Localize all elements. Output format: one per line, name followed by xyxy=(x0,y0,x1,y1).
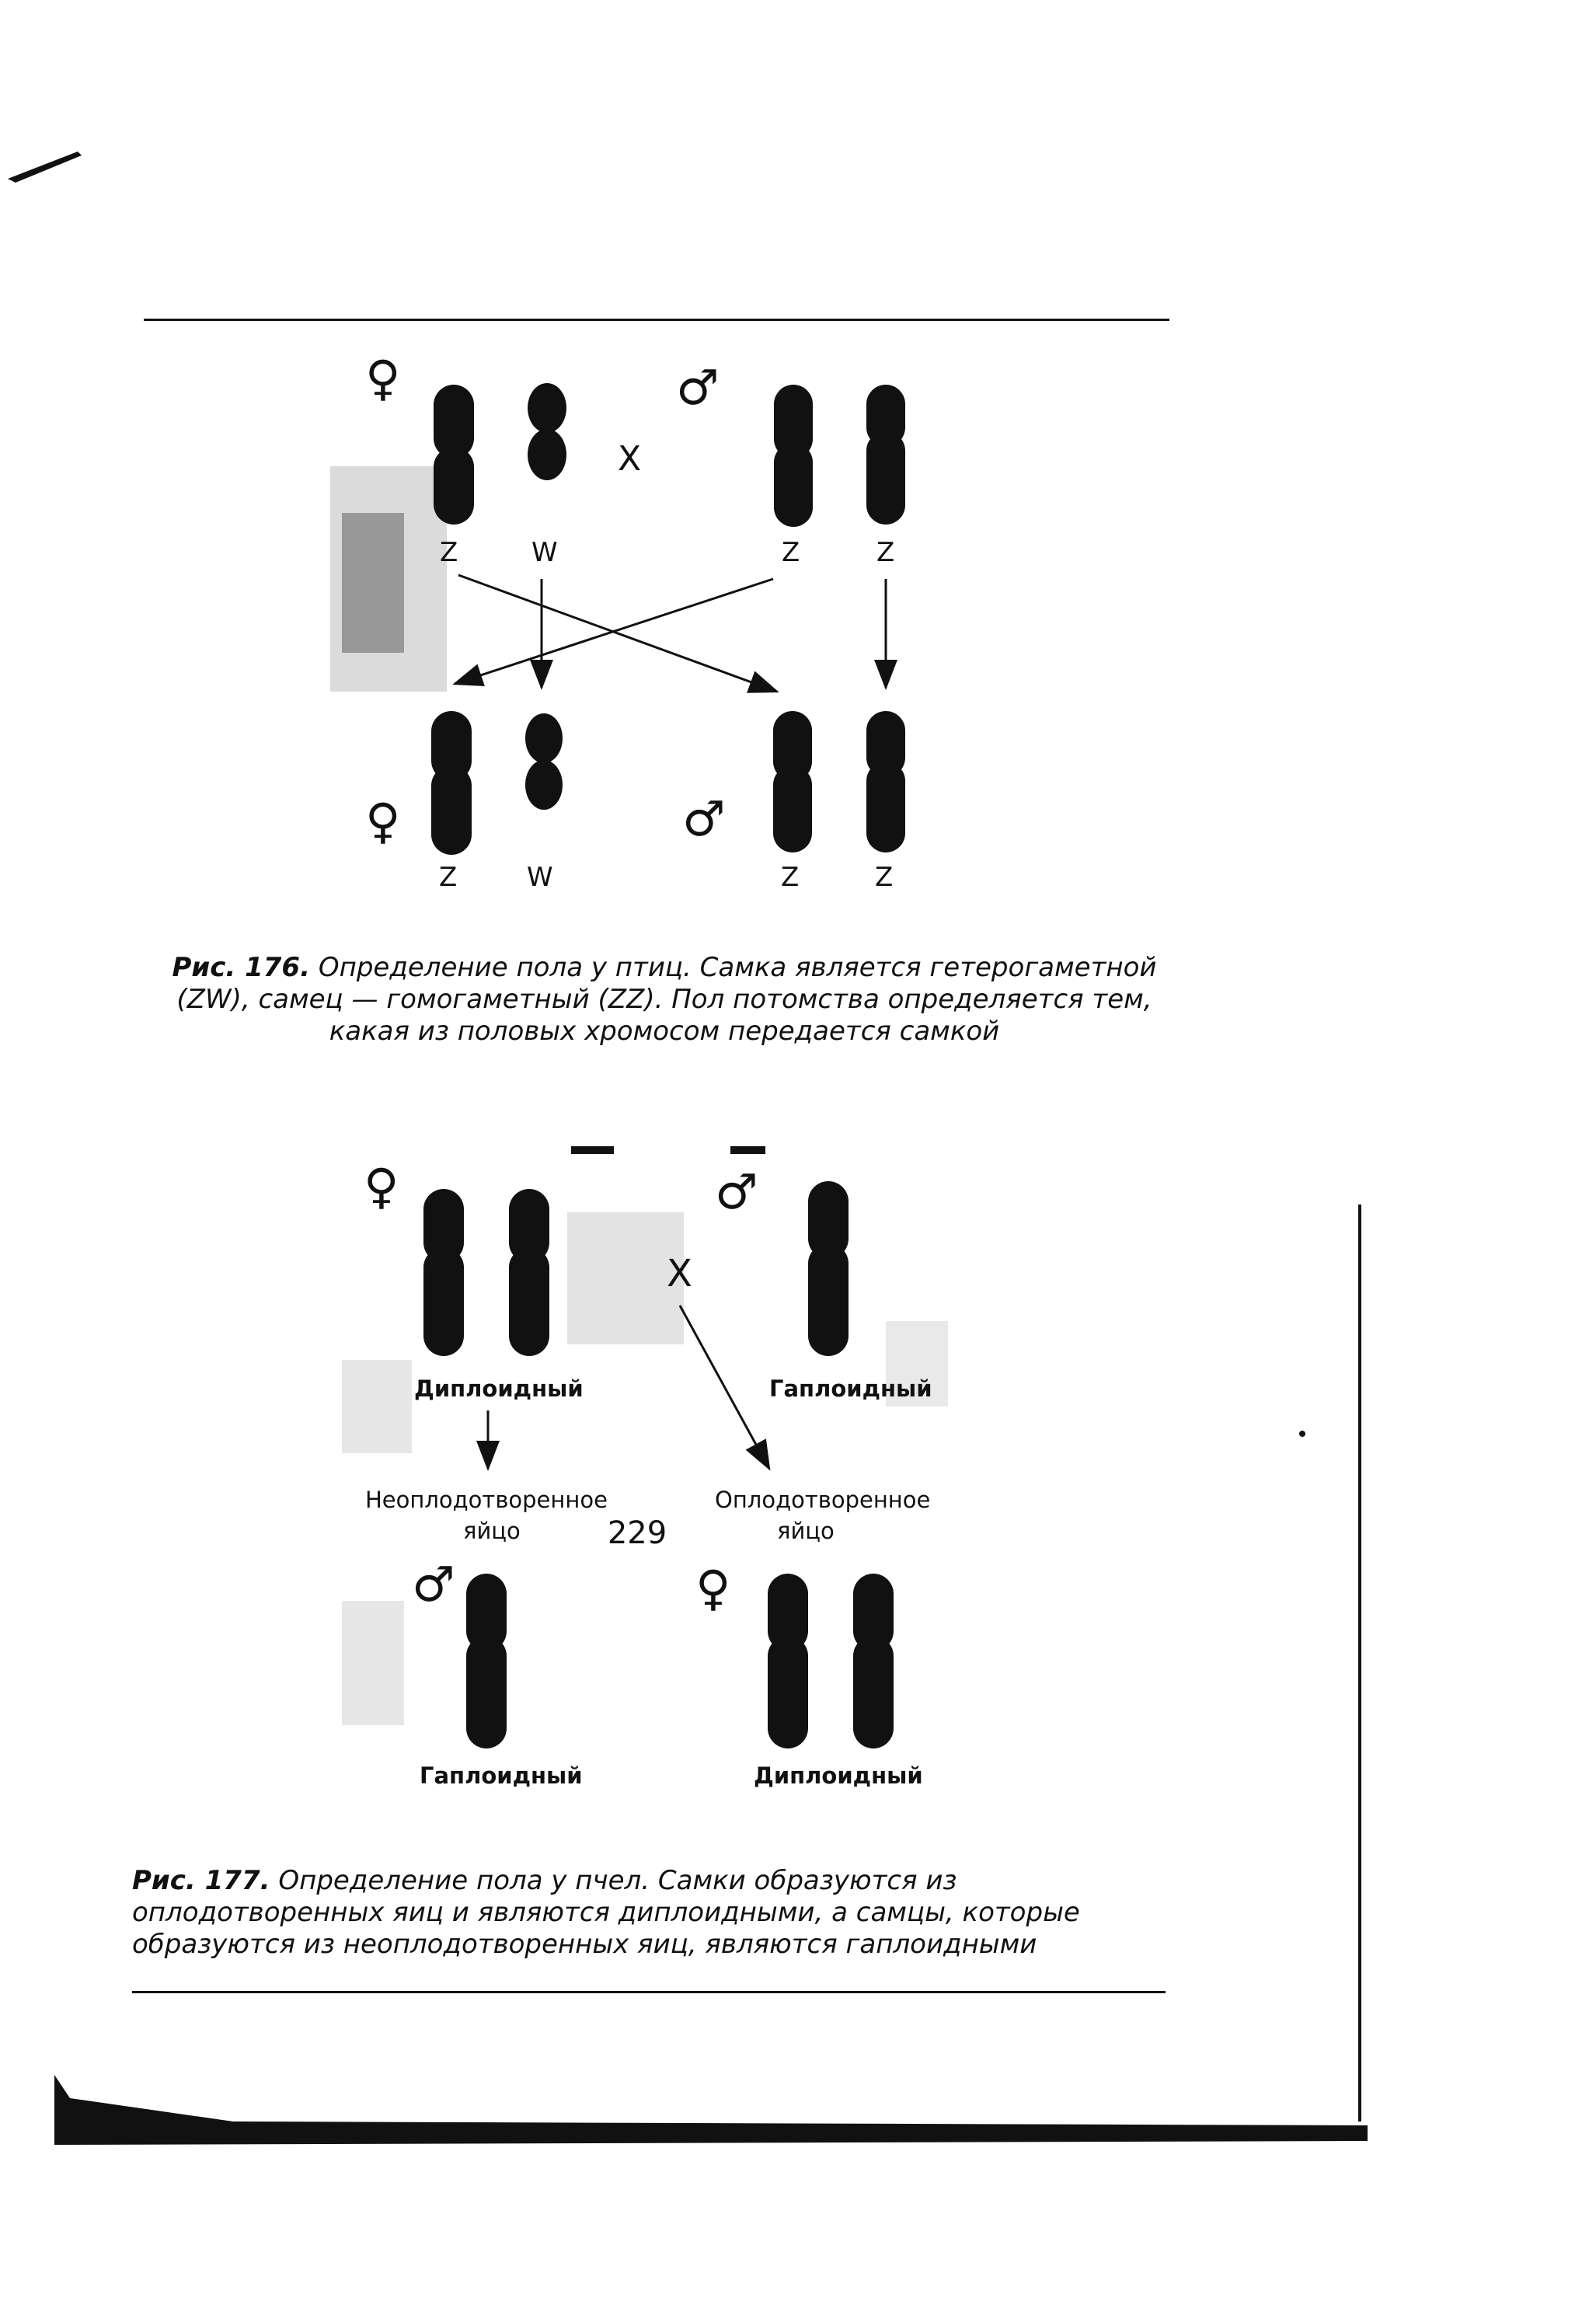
fig177-male-symbol-parent: ♂ xyxy=(715,1163,758,1220)
page-number: 229 xyxy=(607,1515,667,1551)
fig176-male-symbol-child: ♂ xyxy=(682,790,726,847)
fig176-child-w-chromosome xyxy=(525,713,563,810)
fig176-arrow-male-z-to-female xyxy=(452,577,774,686)
bottom-rule xyxy=(132,1991,1166,1993)
fig176-male-symbol-parent: ♂ xyxy=(676,359,720,416)
fig177-parent-female-label: Диплоидный xyxy=(414,1375,584,1402)
figure-176-diagram: ♀ X ♂ Z W Z Z ♀ ♂ xyxy=(330,350,905,893)
fig177-child-male-chromosome xyxy=(466,1574,507,1748)
fig176-label-child-z: Z xyxy=(439,862,457,893)
fig176-label-parent-male-z1: Z xyxy=(782,537,800,568)
fig176-caption-number: Рис. 176. xyxy=(172,952,311,983)
right-margin-line xyxy=(1358,1205,1361,2121)
fig177-parent-male-chromosome xyxy=(808,1181,849,1356)
scan-mark-top-left xyxy=(8,152,82,183)
margin-dot xyxy=(1299,1431,1305,1437)
fig176-arrow-z-to-male xyxy=(458,574,779,693)
fig177-caption-number: Рис. 177. xyxy=(132,1865,270,1896)
fig176-parent-z-chromosome xyxy=(434,385,474,525)
fig177-child-female-label: Диплоидный xyxy=(754,1762,923,1789)
fig177-female-symbol-parent: ♀ xyxy=(364,1158,399,1215)
fig177-fertilized-egg-line2: яйцо xyxy=(777,1518,835,1544)
fig176-label-parent-z: Z xyxy=(440,537,458,568)
fig176-child-male-z2-chromosome xyxy=(866,711,905,852)
fig176-child-z-chromosome xyxy=(431,711,472,855)
fig176-label-child-male-z2: Z xyxy=(875,862,893,893)
fig177-cross-symbol: X xyxy=(667,1252,692,1295)
fig176-caption-text: Определение пола у птиц. Самка является … xyxy=(176,952,1157,1047)
fig176-child-male-z1-chromosome xyxy=(773,711,812,852)
fig177-parent-female-chromosome-2 xyxy=(509,1189,549,1356)
fig177-unfertilized-egg-line2: яйцо xyxy=(463,1518,521,1544)
top-rule xyxy=(144,319,1169,321)
fig177-female-symbol-child: ♀ xyxy=(695,1560,730,1616)
fig176-parent-male-z2-chromosome xyxy=(866,385,905,525)
fig177-child-female-chromosome-2 xyxy=(853,1574,894,1748)
fig176-cross-symbol: X xyxy=(618,439,641,479)
fig176-parent-w-chromosome xyxy=(528,383,566,480)
fig176-label-child-w: W xyxy=(527,862,553,893)
scan-shadow-bottom xyxy=(54,2075,1368,2145)
fig177-parent-male-label: Гаплоидный xyxy=(769,1375,932,1402)
fig177-caption: Рис. 177. Определение пола у пчел. Самки… xyxy=(132,1865,1177,1961)
fig176-female-symbol-child: ♀ xyxy=(365,793,400,849)
scan-noise-patch-177 xyxy=(567,1212,684,1344)
fig176-parent-male-z1-chromosome xyxy=(774,385,813,527)
fig176-caption: Рис. 176. Определение пола у птиц. Самка… xyxy=(152,952,1177,1048)
fig177-male-symbol-child: ♂ xyxy=(412,1556,455,1612)
fig177-parent-female-chromosome-1 xyxy=(423,1189,464,1356)
fig177-caption-text: Определение пола у пчел. Самки образуютс… xyxy=(132,1865,1080,1960)
fig176-label-child-male-z1: Z xyxy=(781,862,799,893)
fig177-arrow-diagonal xyxy=(678,1305,771,1471)
fig176-label-parent-w: W xyxy=(531,537,558,568)
fig177-child-female-chromosome-1 xyxy=(768,1574,808,1748)
fig177-unfertilized-egg-line1: Неоплодотворенное xyxy=(365,1487,608,1513)
fig176-female-symbol-parent: ♀ xyxy=(365,350,400,406)
fig176-label-parent-male-z2: Z xyxy=(876,537,894,568)
fig177-child-male-label: Гаплоидный xyxy=(420,1762,583,1789)
fig177-fertilized-egg-line1: Оплодотворенное xyxy=(715,1487,930,1513)
